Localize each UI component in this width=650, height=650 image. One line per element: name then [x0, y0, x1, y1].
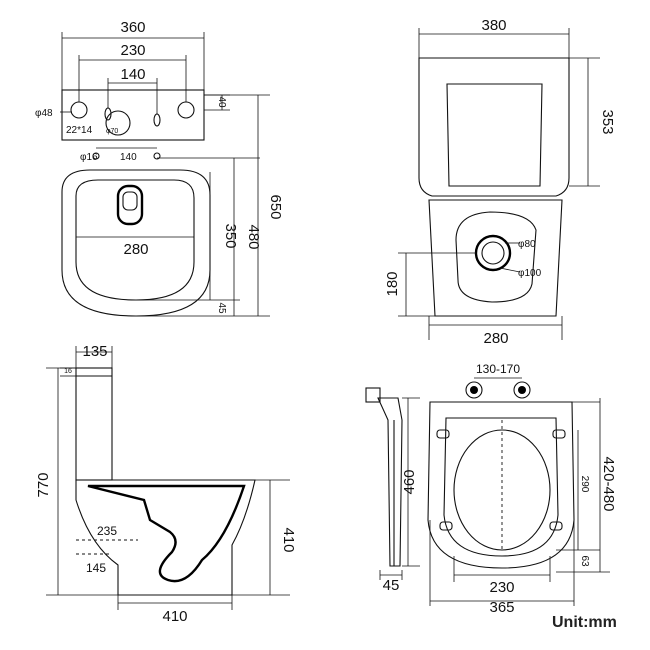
total-length-label: 650	[267, 194, 284, 219]
tank-front-panel	[446, 83, 543, 187]
bumper	[436, 429, 450, 439]
bumper	[439, 521, 453, 531]
lid-thickness-label: 16	[64, 368, 72, 375]
tank-depth-label: 40	[216, 96, 227, 108]
bowl-width-label: 280	[123, 241, 148, 258]
left-hole	[70, 101, 88, 119]
side-tank	[75, 367, 113, 481]
seat-side-body	[377, 397, 403, 567]
bowl-inner	[75, 179, 195, 301]
hinge-front-label: 290	[579, 476, 590, 493]
left-hinge	[465, 381, 483, 399]
bowl-outer	[61, 169, 211, 317]
total-height-label: 770	[35, 472, 52, 497]
unit-label: Unit:mm	[552, 614, 617, 631]
right-hinge	[513, 381, 531, 399]
bowl-length-label: 350	[222, 223, 239, 248]
top-view: 360 230 140 φ48 22*14 φ70 40 φ16 140 280…	[35, 19, 284, 317]
seat-view: 130-170 460 290 420-480 63 45 230 365	[365, 362, 617, 616]
bowl-outlet	[116, 184, 144, 226]
inner-width-label: 230	[489, 579, 514, 596]
bowl-outlet-inner	[122, 191, 138, 211]
left-pin	[92, 152, 100, 160]
hinge-bracket	[365, 387, 381, 403]
seat-outer	[427, 401, 575, 569]
outlet-outer	[474, 234, 512, 272]
outlet-inner	[481, 241, 505, 265]
outer-width-label: 365	[489, 599, 514, 616]
right-pin	[153, 152, 161, 160]
bumper	[552, 429, 566, 439]
thickness-label: 45	[383, 577, 400, 594]
rear-offset-label: 45	[216, 302, 227, 314]
seat-inner	[443, 417, 559, 557]
base-width-label: 280	[483, 330, 508, 347]
left-hole-label: φ48	[35, 108, 53, 119]
hinge-span-label: 130-170	[476, 362, 520, 376]
tank-top-outline	[61, 89, 205, 141]
seat-range-label: 420-480	[600, 456, 617, 511]
flush-button	[105, 110, 131, 136]
seat-opening	[453, 429, 551, 551]
bowl-height-label: 410	[280, 527, 297, 552]
outlet-height-label: 180	[384, 271, 401, 296]
right-slot	[153, 113, 161, 127]
button-dia-label: φ70	[106, 128, 118, 135]
side-view: 135 16 770 410 235 145 410	[35, 343, 297, 625]
tank-width-label: 380	[481, 17, 506, 34]
base-length-label: 410	[162, 608, 187, 625]
side-trap	[87, 484, 246, 583]
inlet-depth-label: 235	[97, 524, 117, 538]
bumper	[549, 521, 563, 531]
dim-holes-label: 230	[120, 42, 145, 59]
side-body	[75, 479, 256, 596]
tank-height-label: 353	[599, 109, 616, 134]
slot-label: 22*14	[66, 125, 93, 136]
base-opening	[455, 211, 537, 303]
base-outline	[428, 199, 563, 317]
outlet-depth-label: 145	[86, 561, 106, 575]
right-hinge-pin	[518, 386, 526, 394]
dim-button-label: 140	[120, 66, 145, 83]
outlet-inner-label: φ80	[518, 239, 536, 250]
seat-side-profile	[365, 387, 403, 567]
pin-span-label: 140	[120, 152, 137, 163]
tank-body	[418, 57, 570, 197]
pin-dia-label: φ16	[80, 152, 98, 163]
fixing-length-label: 480	[245, 224, 262, 249]
front-offset-label: 63	[579, 555, 590, 567]
seat-length-label: 460	[401, 469, 418, 494]
outlet-outer-label: φ100	[518, 268, 542, 279]
rear-view: 380 353 φ80 φ100 180 280	[384, 17, 616, 347]
dim-width-label: 360	[120, 19, 145, 36]
right-hole	[177, 101, 195, 119]
side-tank-depth-label: 135	[82, 343, 107, 360]
left-hinge-pin	[470, 386, 478, 394]
leader	[499, 267, 521, 273]
